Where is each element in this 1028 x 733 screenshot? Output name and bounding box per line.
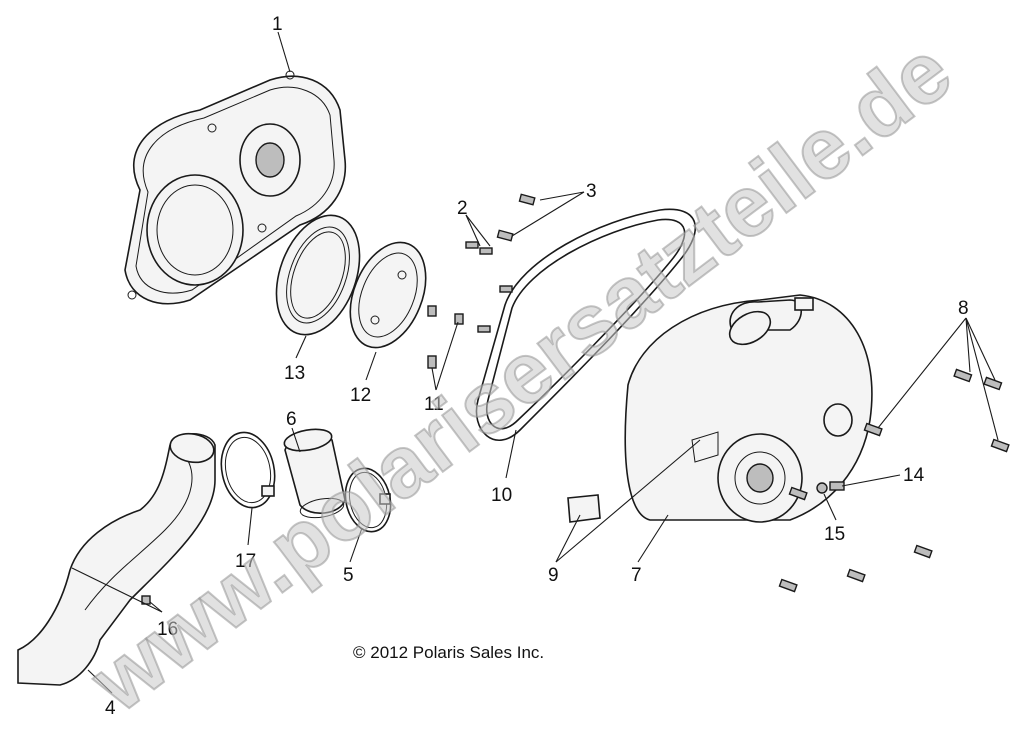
callout-numbers: 1 2 3 4 5 6 7 8 9 10 11 12 13 14 15 16 1… xyxy=(105,14,969,719)
callout-5: 5 xyxy=(343,565,354,586)
callout-6: 6 xyxy=(286,409,297,430)
callout-10: 10 xyxy=(491,485,512,506)
callout-4: 4 xyxy=(105,698,116,719)
outer-clutch-cover xyxy=(624,294,873,523)
leader-lines xyxy=(71,31,999,694)
callout-15: 15 xyxy=(824,524,845,545)
hose-clamp-5 xyxy=(344,467,392,533)
callout-14: 14 xyxy=(903,465,925,486)
copyright-text: © 2012 Polaris Sales Inc. xyxy=(353,643,544,662)
callout-16: 16 xyxy=(157,619,178,640)
seal-ring xyxy=(275,214,361,336)
callout-8: 8 xyxy=(958,298,969,319)
callout-17: 17 xyxy=(235,551,256,572)
callout-13: 13 xyxy=(284,363,305,384)
callout-11: 11 xyxy=(424,394,444,415)
callout-12: 12 xyxy=(350,385,371,406)
callout-2: 2 xyxy=(457,198,468,219)
fasteners xyxy=(141,193,1010,605)
callout-9: 9 xyxy=(548,565,559,586)
inner-clutch-cover xyxy=(124,70,347,305)
decal-label xyxy=(567,494,601,523)
drive-belt xyxy=(475,208,696,442)
duct-coupler xyxy=(283,428,346,519)
gasket-plate xyxy=(349,241,427,349)
callout-3: 3 xyxy=(586,181,597,202)
callout-1: 1 xyxy=(272,14,283,35)
callout-7: 7 xyxy=(631,565,642,586)
hose-clamp-17 xyxy=(220,431,276,509)
air-duct xyxy=(17,432,216,686)
